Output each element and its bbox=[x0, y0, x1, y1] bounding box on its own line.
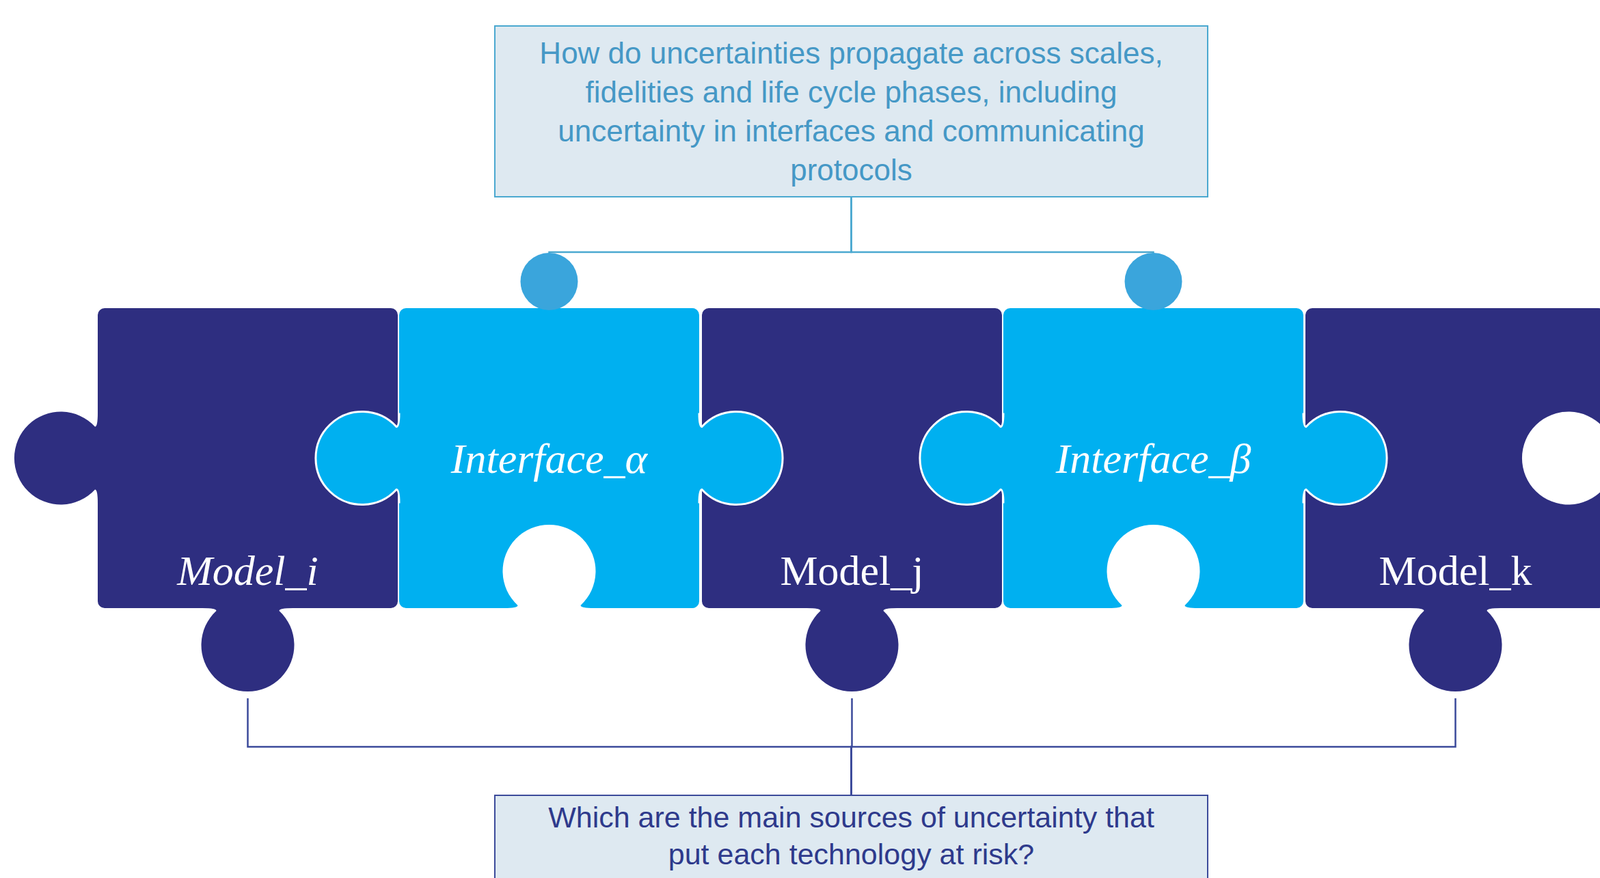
piece-body bbox=[399, 308, 700, 609]
piece-tab bbox=[1303, 412, 1387, 506]
piece-tab-outline bbox=[315, 412, 400, 506]
piece-tab bbox=[805, 608, 899, 692]
piece-notch bbox=[503, 524, 596, 609]
piece-body bbox=[1003, 308, 1304, 609]
piece-tab-outline bbox=[919, 412, 1004, 506]
connector-line bbox=[851, 197, 1154, 309]
piece-tab bbox=[315, 412, 400, 506]
piece-tab bbox=[919, 412, 1004, 506]
connector-line bbox=[248, 698, 852, 795]
question-text: How do uncertainties propagate across sc… bbox=[529, 33, 1173, 190]
connector-dot bbox=[520, 252, 579, 311]
connector-line bbox=[851, 698, 1456, 795]
interface-piece: Interface_β bbox=[1003, 308, 1304, 609]
piece-tab bbox=[14, 412, 98, 506]
question-box: How do uncertainties propagate across sc… bbox=[494, 25, 1209, 198]
piece-tab bbox=[699, 412, 783, 506]
connector-dot bbox=[1124, 252, 1183, 311]
connector-line bbox=[549, 197, 852, 309]
piece-notch bbox=[1522, 412, 1600, 506]
interface-label: Interface_β bbox=[1055, 434, 1252, 483]
interface-piece: Interface_α bbox=[399, 308, 700, 609]
question-box: Which are the main sources of uncertaint… bbox=[494, 794, 1209, 878]
piece-body bbox=[1305, 308, 1600, 609]
piece-tab-outline bbox=[699, 412, 783, 506]
model-label: Model_k bbox=[1379, 546, 1533, 595]
model-label: Model_j bbox=[779, 546, 924, 595]
piece-tab-outline bbox=[1303, 412, 1387, 506]
piece-tab bbox=[201, 608, 295, 692]
model-label: Model_i bbox=[177, 546, 319, 595]
interface-label: Interface_α bbox=[451, 434, 648, 483]
piece-tab bbox=[1409, 608, 1503, 692]
question-text: Which are the main sources of uncertaint… bbox=[536, 798, 1166, 873]
piece-notch bbox=[1107, 524, 1201, 609]
